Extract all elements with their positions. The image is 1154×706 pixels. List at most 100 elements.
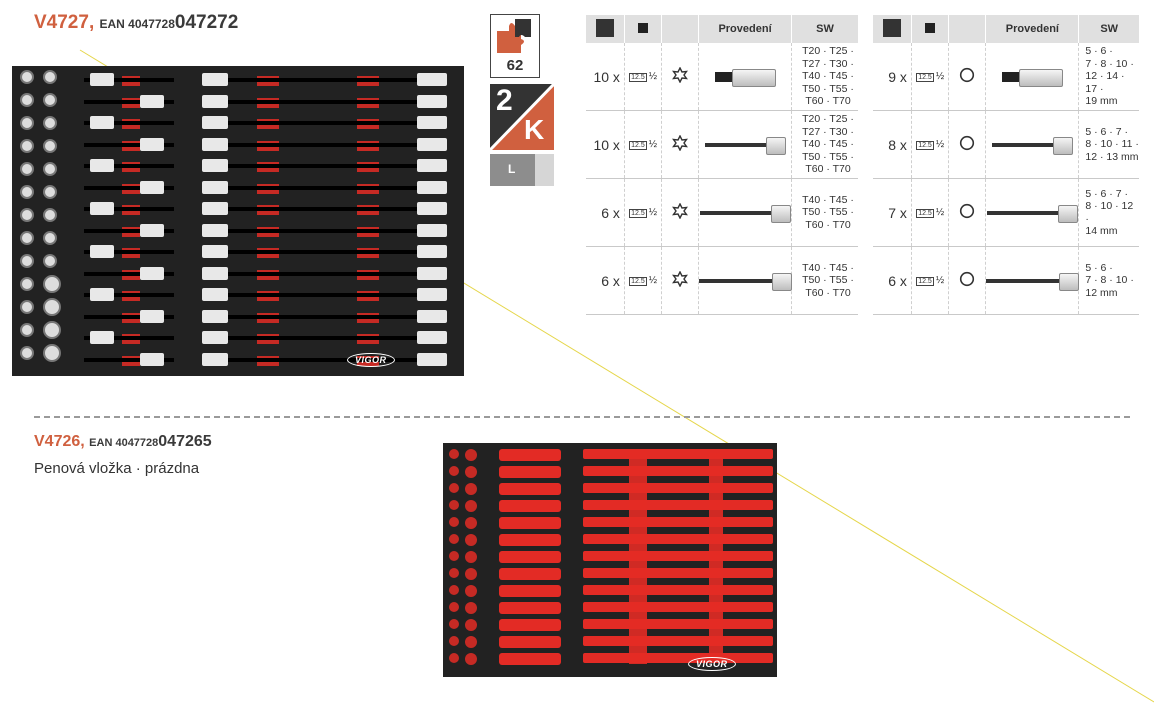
foam-slot: [499, 449, 561, 461]
foam-hole: [449, 602, 459, 612]
bit-shaft: [84, 164, 174, 168]
drive-size: ½: [935, 139, 945, 150]
header-type: Provedení: [985, 15, 1079, 43]
socket: [43, 344, 61, 362]
foam-slot: [499, 585, 561, 597]
bottom-product-ean-prefix: EAN 4047728: [89, 437, 159, 449]
sw-cell: 5 · 6 ·7 · 8 · 10 ·12 mm: [1078, 246, 1139, 315]
quantity-cell: 6 x: [585, 178, 625, 247]
tool-cell: [698, 110, 792, 179]
tool-cell: [698, 178, 792, 247]
quantity-cell: 6 x: [872, 246, 912, 315]
foam-hole: [465, 534, 477, 546]
quantity-cell: 10 x: [585, 110, 625, 179]
foam-hole: [449, 449, 459, 459]
bit-holder-mid: [202, 116, 228, 129]
sw-line: T20 · T25 ·: [802, 45, 854, 58]
quantity-cell: 7 x: [872, 178, 912, 247]
drive-size: ½: [935, 207, 945, 218]
socket: [20, 346, 34, 360]
puzzle-small-icon: [882, 18, 901, 37]
foam-slot: [499, 483, 561, 495]
bit-shaft: [84, 78, 174, 82]
foam-slot: [583, 466, 773, 476]
drive-size: ½: [935, 275, 945, 286]
foam-slot: [499, 534, 561, 546]
foam-hole: [449, 585, 459, 595]
bit-holder-mid: [202, 202, 228, 215]
bit-shaft: [202, 293, 442, 297]
bit-holder-mid: [202, 159, 228, 172]
bit-shaft: [202, 142, 442, 147]
header-puzzle-col: [872, 15, 912, 43]
socket: [20, 185, 34, 199]
socket-tray-filled: VIGOR: [12, 66, 464, 376]
foam-hole: [449, 517, 459, 527]
header-sw: SW: [791, 15, 858, 43]
bit-holder-mid: [202, 223, 228, 237]
drive-size-box: 12.5: [629, 209, 647, 218]
tool-bit-shaft: [700, 210, 773, 215]
profile-cell: [661, 110, 699, 179]
tool-illustration: [1002, 67, 1064, 87]
tool-illustration: [987, 203, 1079, 223]
sw-line: 12 · 13 mm: [1085, 150, 1139, 163]
vigor-logo: VIGOR: [688, 657, 736, 671]
foam-hole: [465, 585, 477, 597]
bottom-product-code: V4726: [34, 433, 81, 450]
bit-holder-left: [90, 116, 114, 129]
bit-holder-left: [140, 137, 164, 151]
sw-line: T60 · T70: [805, 286, 851, 299]
socket: [20, 254, 34, 268]
profile-cell: [661, 246, 699, 315]
tool-illustration: [705, 135, 787, 155]
bit-shaft: [202, 250, 442, 254]
socket: [20, 116, 34, 130]
socket: [20, 208, 34, 222]
socket: [20, 300, 34, 314]
bit-holder-right: [417, 116, 447, 129]
foam-slot: [583, 619, 773, 629]
foam-slot: [583, 568, 773, 578]
bit-holder-left: [140, 94, 164, 108]
quantity-cell: 8 x: [872, 110, 912, 179]
foam-hole: [449, 636, 459, 646]
drive-size: ½: [935, 71, 945, 82]
sw-line: 7 · 8 · 10 ·: [1085, 274, 1134, 287]
socket: [43, 116, 57, 130]
sw-line: T27 · T30 ·: [802, 57, 854, 70]
bit-shaft: [202, 185, 442, 190]
drive-size-box: 12.5: [916, 209, 934, 218]
bottom-product-sep: ,: [80, 433, 85, 450]
foam-slot: [583, 534, 773, 544]
square-drive-icon: [925, 22, 936, 33]
bit-holder-left: [140, 352, 164, 366]
foam-slot: [499, 619, 561, 631]
bit-holder-right: [417, 137, 447, 151]
bit-holder-left: [90, 159, 114, 172]
bit-shaft: [84, 121, 174, 125]
bit-holder-left: [140, 266, 164, 280]
socket: [43, 70, 57, 84]
socket: [20, 139, 34, 153]
drive-size-box: 12.5: [916, 277, 934, 286]
bit-holder-left: [90, 288, 114, 301]
foam-hole: [465, 466, 477, 478]
bit-shaft: [84, 293, 174, 297]
sw-cell: 5 · 6 · 7 ·8 · 10 · 12 ·14 mm: [1078, 178, 1139, 247]
foam-hole: [465, 483, 477, 495]
drive-size-box: 12.5: [916, 141, 934, 150]
tool-socket-head: [771, 204, 792, 223]
sw-line: T60 · T70: [805, 95, 851, 108]
bit-holder-right: [417, 94, 447, 108]
size-label: L: [508, 162, 516, 176]
header-type: Provedení: [698, 15, 792, 43]
socket: [43, 185, 57, 199]
bit-shaft: [84, 271, 174, 276]
socket: [20, 70, 34, 84]
tool-cell: [985, 178, 1079, 247]
drive-size-box: 12.5: [629, 277, 647, 286]
bit-holder-mid: [202, 309, 228, 323]
